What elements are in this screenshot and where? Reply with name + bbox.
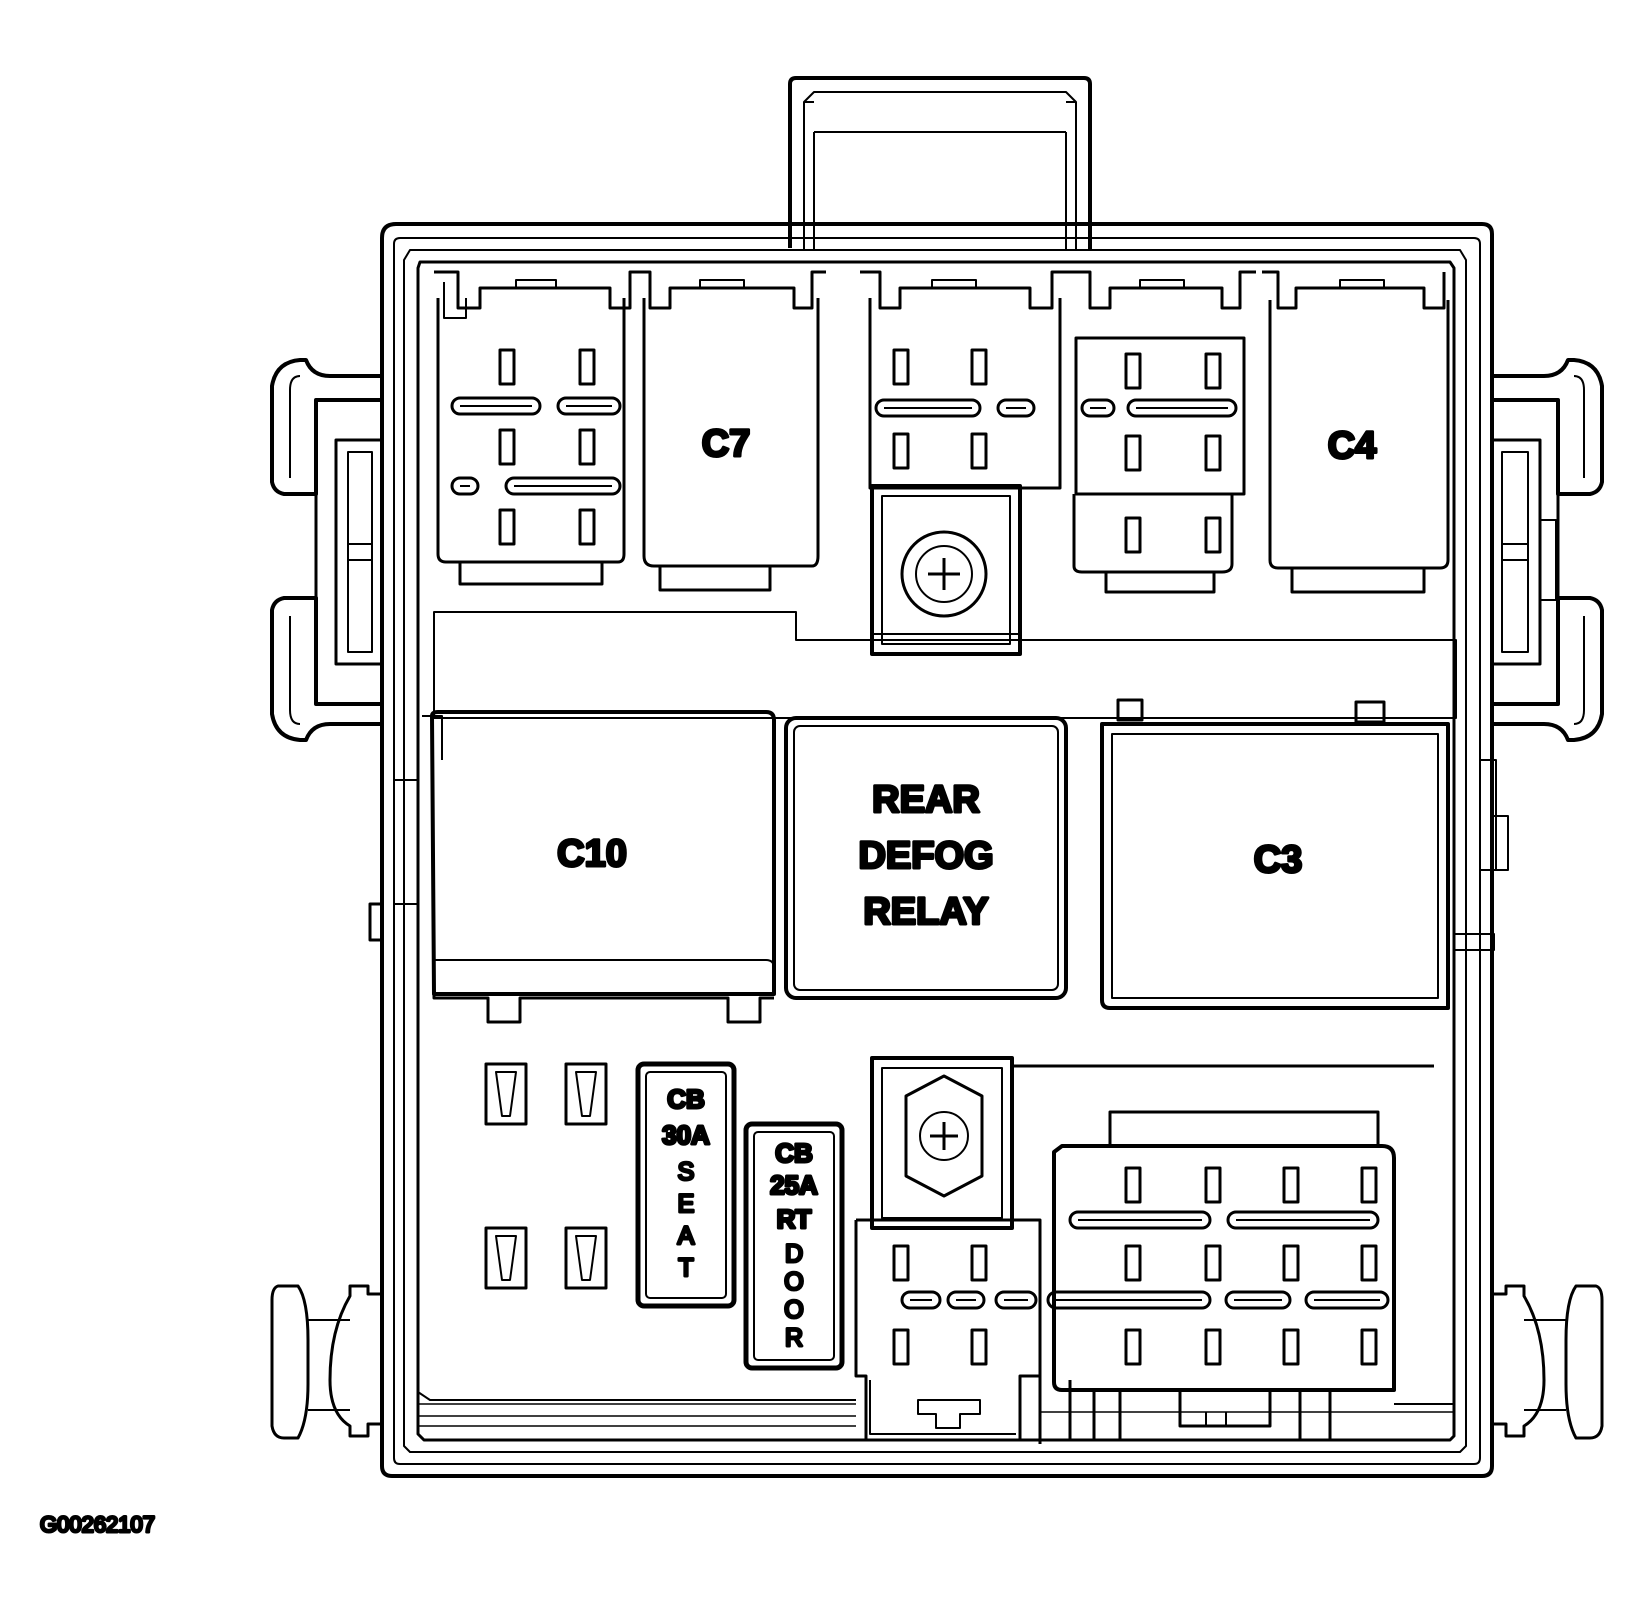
door-breaker-letter-o1: O <box>784 1268 803 1296</box>
top-mounting-tab <box>788 76 1092 250</box>
pin-slot-44 <box>1124 1328 1142 1366</box>
circuit-breaker-rt-door <box>743 1121 845 1371</box>
pin-slot-23 <box>1204 352 1222 390</box>
connector-center-top <box>860 270 1074 490</box>
relay-label-line-1: REAR <box>872 779 980 821</box>
seat-breaker-letter-t: T <box>678 1254 693 1282</box>
pin-slot-35 <box>970 1328 988 1366</box>
bus-bar-8 <box>556 396 622 416</box>
terminal-pin-slots <box>450 348 1390 1366</box>
relay-c3 <box>1100 698 1450 1010</box>
door-breaker-letter-o2: O <box>784 1296 803 1324</box>
connector-top-left <box>434 270 640 586</box>
top-stud-terminal <box>433 484 1457 719</box>
pin-slot-25 <box>1204 434 1222 472</box>
connector-c4 <box>1262 270 1450 594</box>
relay-c10 <box>422 710 776 1024</box>
figure-id: G00262107 <box>40 1512 155 1537</box>
seat-breaker-letter-s: S <box>678 1158 695 1186</box>
left-mounting-brackets <box>270 358 384 742</box>
connector-label-c10: C10 <box>557 833 627 875</box>
pin-slot-22 <box>1124 352 1142 390</box>
circuit-breaker-seat <box>635 1061 737 1309</box>
pin-slot-14 <box>892 348 910 386</box>
connector-label-c3: C3 <box>1254 839 1303 881</box>
pin-slot-53 <box>1360 1328 1378 1366</box>
pin-slot-47 <box>1204 1328 1222 1366</box>
bus-bar-40 <box>994 1290 1038 1310</box>
pin-slot-51 <box>1360 1166 1378 1204</box>
bus-bar-18 <box>874 398 982 418</box>
bus-bar-10 <box>450 476 480 496</box>
seat-breaker-line-cb: CB <box>667 1084 705 1114</box>
pin-slot-42 <box>1124 1166 1142 1204</box>
connector-label-c7: C7 <box>702 423 751 465</box>
pin-slot-26 <box>1124 516 1142 554</box>
bus-bar-38 <box>946 1290 986 1310</box>
pin-slot-15 <box>970 348 988 386</box>
door-breaker-line-cb: CB <box>775 1138 813 1168</box>
pin-slot-43 <box>1124 1244 1142 1282</box>
connector-label-c4: C4 <box>1328 425 1377 467</box>
bus-bar-62 <box>1304 1290 1390 1310</box>
bus-bar-28 <box>1080 398 1116 418</box>
connector-bottom-right <box>1040 1110 1396 1442</box>
pin-slot-17 <box>970 432 988 470</box>
seat-breaker-letter-e: E <box>678 1190 695 1218</box>
bus-bar-60 <box>1224 1290 1292 1310</box>
bus-bar-30 <box>1126 398 1238 418</box>
pin-slot-32 <box>892 1244 910 1282</box>
seat-breaker-letter-a: A <box>678 1222 695 1250</box>
pin-slot-16 <box>892 432 910 470</box>
connector-bottom-center <box>854 1218 1042 1444</box>
door-breaker-letter-d: D <box>785 1240 803 1268</box>
pin-slot-48 <box>1282 1166 1300 1204</box>
door-breaker-line-rt: RT <box>777 1204 812 1234</box>
pin-slot-3 <box>578 428 596 466</box>
bottom-side-knobs <box>270 1284 1604 1440</box>
seat-breaker-line-30a: 30A <box>662 1120 710 1150</box>
pin-slot-4 <box>498 508 516 546</box>
right-mounting-brackets <box>1490 358 1604 742</box>
door-breaker-line-25a: 25A <box>770 1170 818 1200</box>
pin-slot-2 <box>498 428 516 466</box>
pin-slot-49 <box>1282 1244 1300 1282</box>
pin-slot-45 <box>1204 1166 1222 1204</box>
side-latches <box>368 759 1509 951</box>
pin-slot-0 <box>498 348 516 386</box>
rear-defog-relay <box>784 716 1068 1000</box>
relay-label-line-3: RELAY <box>863 891 988 933</box>
bus-bar-56 <box>1226 1210 1380 1230</box>
connector-right-top <box>1072 270 1256 594</box>
pin-slot-24 <box>1124 434 1142 472</box>
pin-slot-27 <box>1204 516 1222 554</box>
bus-bar-12 <box>504 476 622 496</box>
bus-bar-54 <box>1068 1210 1212 1230</box>
fuse-slots <box>484 1062 608 1290</box>
bottom-wall-detail <box>417 1391 1454 1427</box>
pin-slot-34 <box>892 1328 910 1366</box>
pin-slot-50 <box>1282 1328 1300 1366</box>
door-breaker-letter-r: R <box>785 1324 803 1352</box>
relay-label-line-2: DEFOG <box>858 835 993 877</box>
bus-bar-20 <box>996 398 1036 418</box>
bus-bar-58 <box>1046 1290 1212 1310</box>
pin-slot-5 <box>578 508 596 546</box>
bottom-stud-terminal <box>870 1056 1434 1230</box>
bus-bar-6 <box>450 396 542 416</box>
pin-slot-1 <box>578 348 596 386</box>
pin-slot-52 <box>1360 1244 1378 1282</box>
pin-slot-33 <box>970 1244 988 1282</box>
bus-bar-36 <box>900 1290 942 1310</box>
pin-slot-46 <box>1204 1244 1222 1282</box>
housing <box>380 222 1494 1478</box>
connector-c7 <box>638 270 826 592</box>
